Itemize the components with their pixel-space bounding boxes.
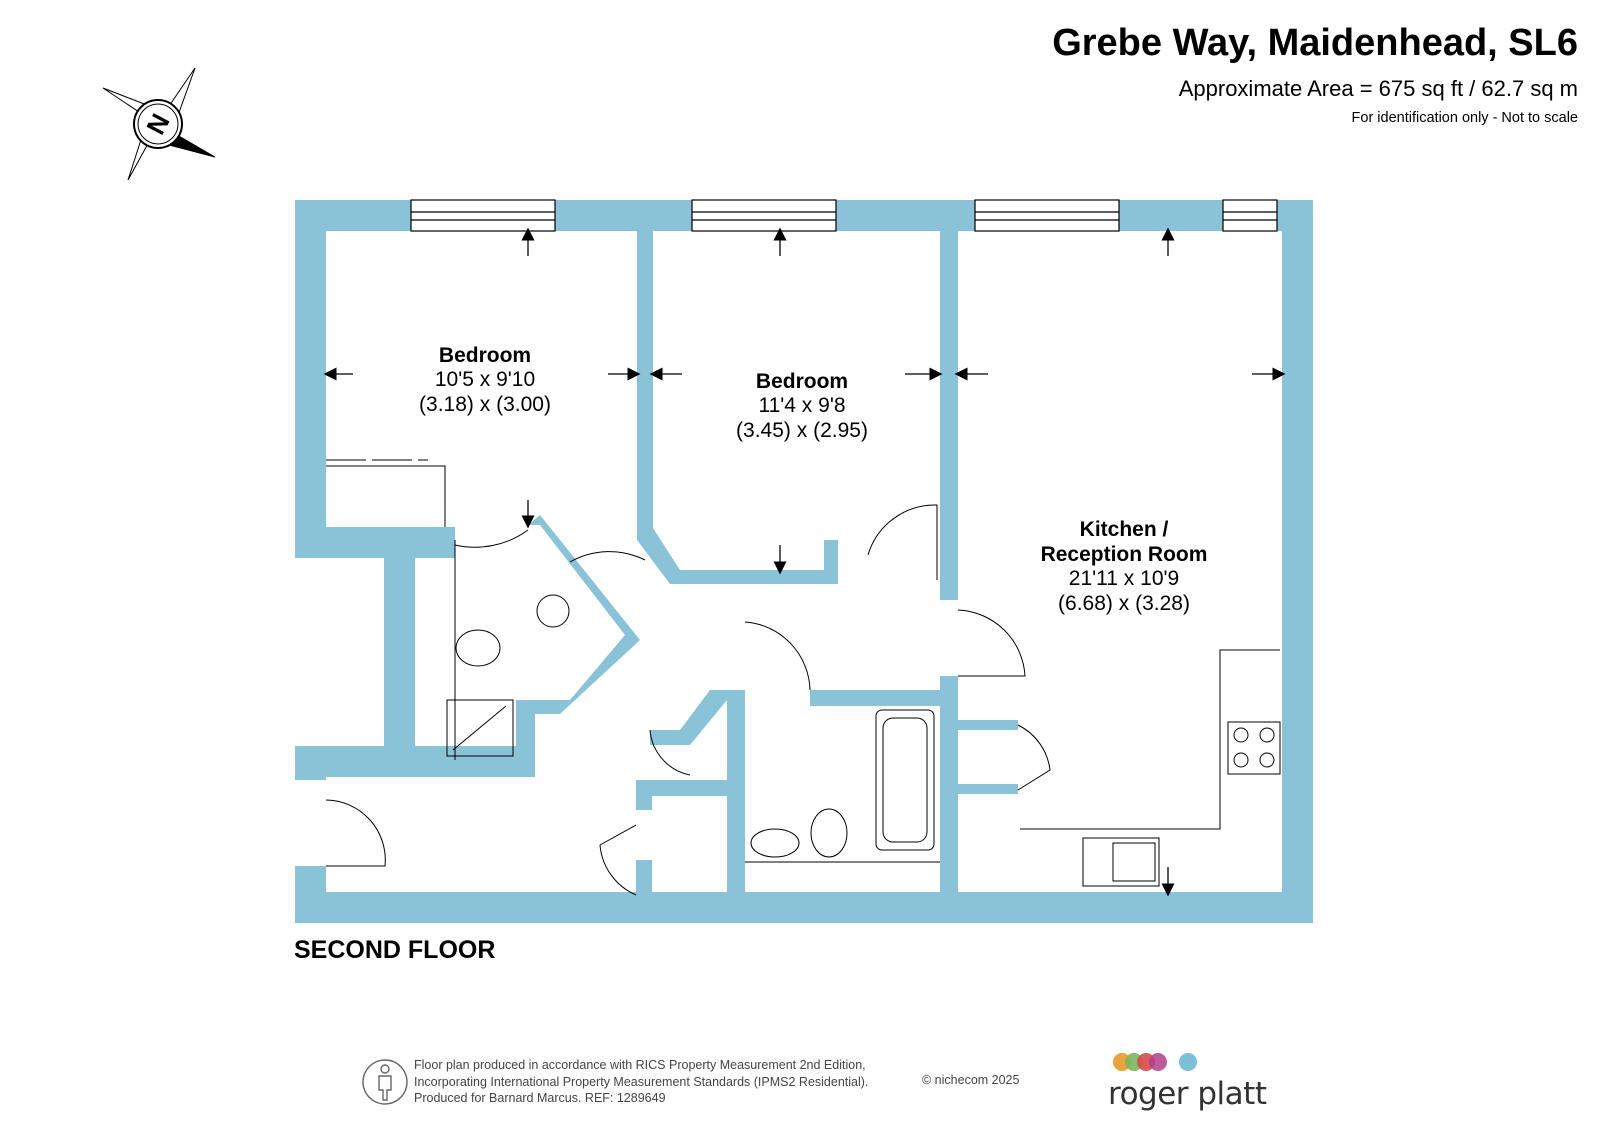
room-bedroom-1: Bedroom 10'5 x 9'10 (3.18) x (3.00) (419, 344, 551, 416)
footer-line: Produced for Barnard Marcus. REF: 128964… (414, 1091, 666, 1105)
walls (295, 200, 1313, 923)
north-arrow-icon: N (102, 67, 216, 181)
room-name: Bedroom (756, 370, 848, 393)
brand-name: roger platt (1108, 1076, 1267, 1112)
room-kitchen-reception: Kitchen / Reception Room 21'11 x 10'9 (6… (1041, 518, 1208, 615)
property-title: Grebe Way, Maidenhead, SL6 (1052, 22, 1578, 64)
room-name-line1: Kitchen / (1080, 518, 1169, 541)
copyright: © nichecom 2025 (922, 1073, 1020, 1087)
room-dims-metric: (3.18) x (3.00) (419, 393, 551, 416)
brand-logo-dots (1113, 1053, 1197, 1071)
brand-dot (1179, 1053, 1197, 1071)
identification-note: For identification only - Not to scale (1351, 110, 1578, 126)
room-dims-imperial: 10'5 x 9'10 (435, 368, 535, 391)
room-name: Bedroom (439, 344, 531, 367)
footer-line: Incorporating International Property Mea… (414, 1074, 869, 1089)
brand-dot (1149, 1053, 1167, 1071)
footer-line: Floor plan produced in accordance with R… (414, 1058, 866, 1072)
room-dims-imperial: 21'11 x 10'9 (1069, 567, 1179, 590)
room-dims-imperial: 11'4 x 9'8 (758, 394, 845, 417)
room-dims-metric: (6.68) x (3.28) (1058, 592, 1190, 615)
fixtures (325, 459, 1281, 896)
windows (410, 199, 1278, 232)
dimension-arrows (323, 227, 1286, 897)
person-icon (362, 1059, 408, 1105)
room-dims-metric: (3.45) x (2.95) (736, 419, 868, 442)
room-bedroom-2: Bedroom 11'4 x 9'8 (3.45) x (2.95) (736, 370, 868, 442)
approximate-area: Approximate Area = 675 sq ft / 62.7 sq m (1178, 76, 1578, 101)
floor-label: SECOND FLOOR (294, 936, 496, 964)
footer-disclaimer: Floor plan produced in accordance with R… (414, 1057, 868, 1107)
room-name-line2: Reception Room (1041, 543, 1208, 566)
